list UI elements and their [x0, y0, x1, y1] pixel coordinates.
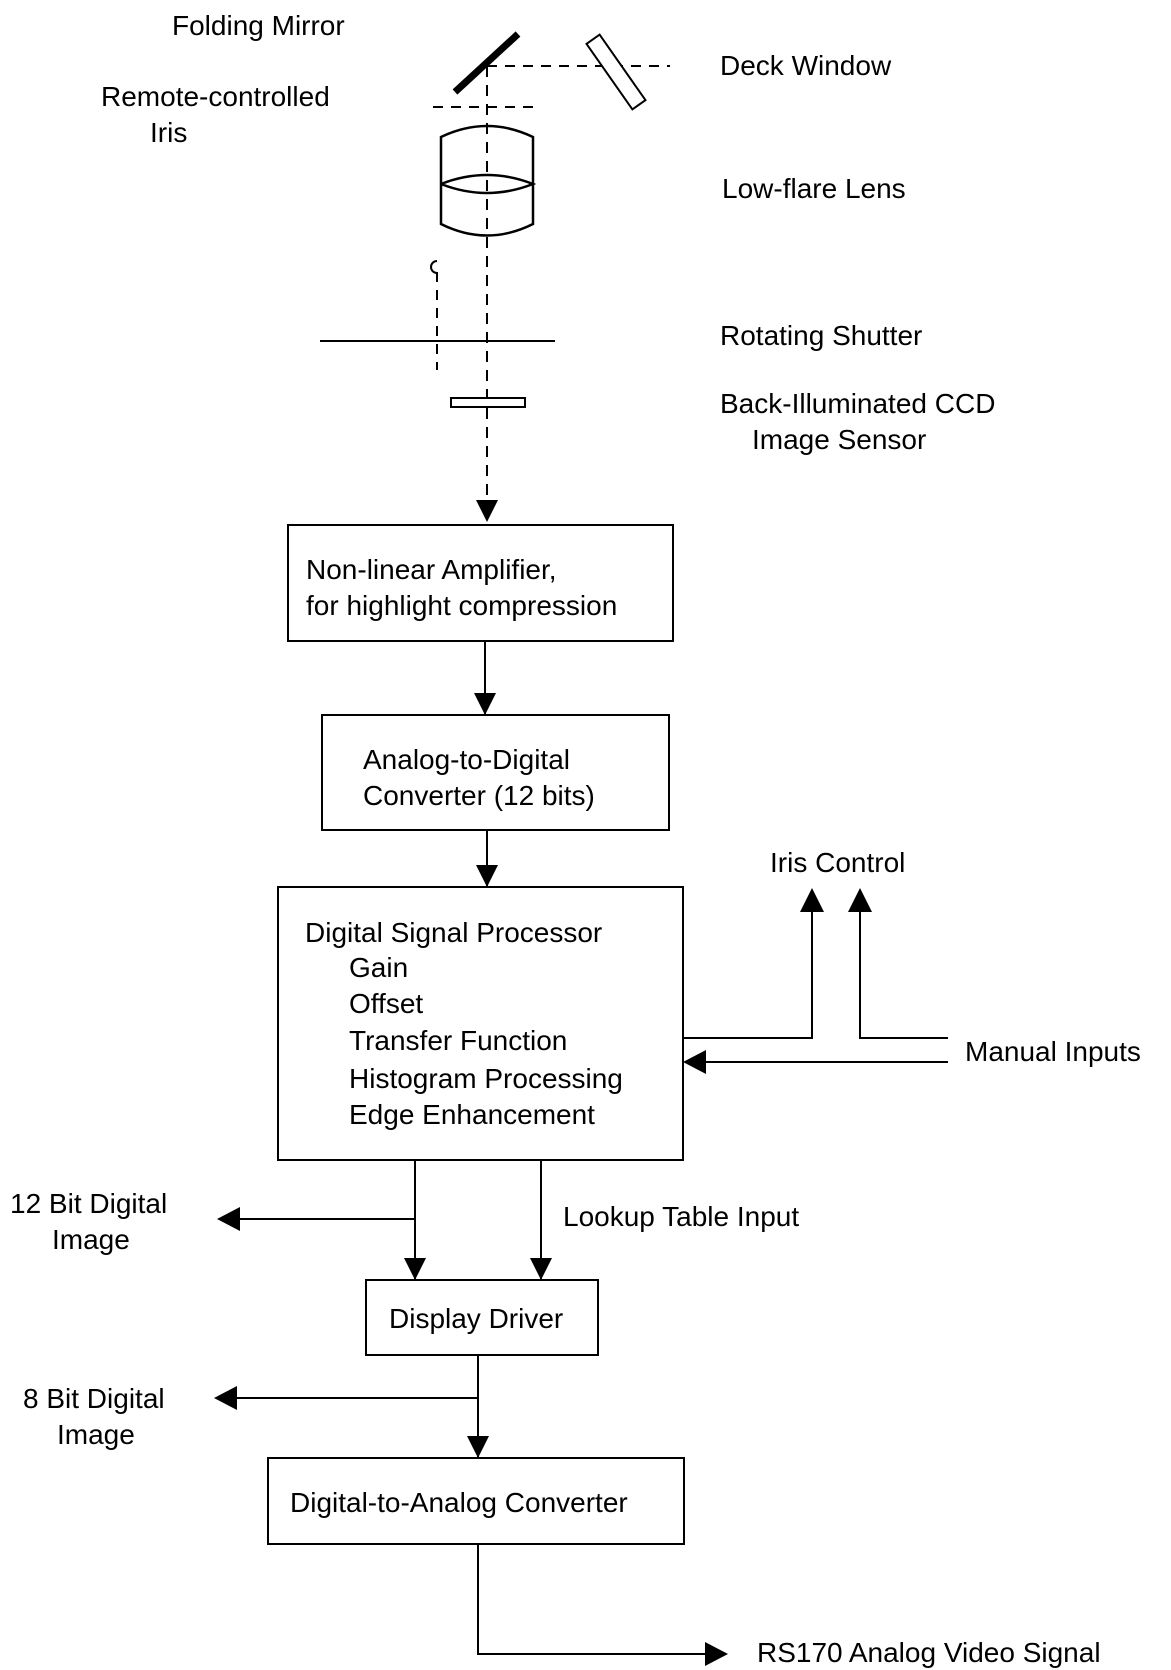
arrow-adc-to-dsp-head — [476, 865, 498, 887]
dsp-function-edge: Edge Enhancement — [349, 1099, 595, 1130]
lens-label: Low-flare Lens — [722, 173, 906, 204]
light-path-arrowhead — [476, 500, 498, 522]
adc-label-line1: Analog-to-Digital — [363, 744, 570, 775]
adc-label-line2: Converter (12 bits) — [363, 780, 595, 811]
deck-window — [585, 33, 647, 111]
ccd-label-line2: Image Sensor — [752, 424, 926, 455]
manual-input-to-iris-line — [859, 910, 948, 1039]
shutter-label: Rotating Shutter — [720, 320, 922, 351]
arrow-dsp-to-driver-a-head — [404, 1258, 426, 1280]
manual-inputs-label: Manual Inputs — [965, 1036, 1141, 1067]
display-driver-block — [365, 1279, 599, 1356]
dsp-title: Digital Signal Processor — [305, 917, 602, 948]
iris-label-line1: Remote-controlled — [101, 81, 330, 112]
digital-8-label-line1: 8 Bit Digital — [23, 1383, 165, 1414]
dsp-function-offset: Offset — [349, 988, 423, 1019]
amplifier-block — [287, 524, 674, 642]
ccd-image-sensor — [450, 397, 526, 408]
iris-label-line2: Iris — [150, 117, 187, 148]
dsp-block — [277, 886, 684, 1161]
digital-12-output-arrowhead — [217, 1207, 240, 1231]
iris-control-output-arrowhead — [800, 888, 824, 912]
dac-block — [267, 1457, 685, 1545]
folding-mirror — [452, 31, 521, 95]
manual-input-to-dsp-arrowhead — [683, 1050, 706, 1074]
iris-control-label: Iris Control — [770, 847, 905, 878]
arrow-amplifier-to-adc-head — [474, 693, 496, 715]
arrow-dsp-to-driver-b-head — [530, 1258, 552, 1280]
dsp-function-histogram: Histogram Processing — [349, 1063, 623, 1094]
analog-output-line — [477, 1544, 705, 1655]
amplifier-label-line2: for highlight compression — [306, 590, 617, 621]
arrow-driver-to-dac-head — [467, 1436, 489, 1458]
display-driver-label: Display Driver — [389, 1303, 563, 1334]
dsp-function-transfer: Transfer Function — [349, 1025, 567, 1056]
manual-input-to-iris-arrowhead — [848, 888, 872, 912]
ccd-label-line1: Back-Illuminated CCD — [720, 388, 995, 419]
dsp-function-gain: Gain — [349, 952, 408, 983]
analog-output-label: RS170 Analog Video Signal — [757, 1637, 1101, 1668]
digital-8-output-arrowhead — [214, 1386, 237, 1410]
digital-12-label-line1: 12 Bit Digital — [10, 1188, 167, 1219]
digital-12-label-line2: Image — [52, 1224, 130, 1255]
digital-8-label-line2: Image — [57, 1419, 135, 1450]
adc-block — [321, 714, 670, 831]
iris-control-hook — [430, 260, 438, 274]
lookup-table-label: Lookup Table Input — [563, 1201, 799, 1232]
folding-mirror-label: Folding Mirror — [172, 10, 345, 41]
analog-output-arrowhead — [705, 1642, 728, 1666]
iris-control-output-line — [683, 910, 813, 1039]
dac-label: Digital-to-Analog Converter — [290, 1487, 628, 1518]
amplifier-label-line1: Non-linear Amplifier, — [306, 554, 557, 585]
deck-window-label: Deck Window — [720, 50, 892, 81]
